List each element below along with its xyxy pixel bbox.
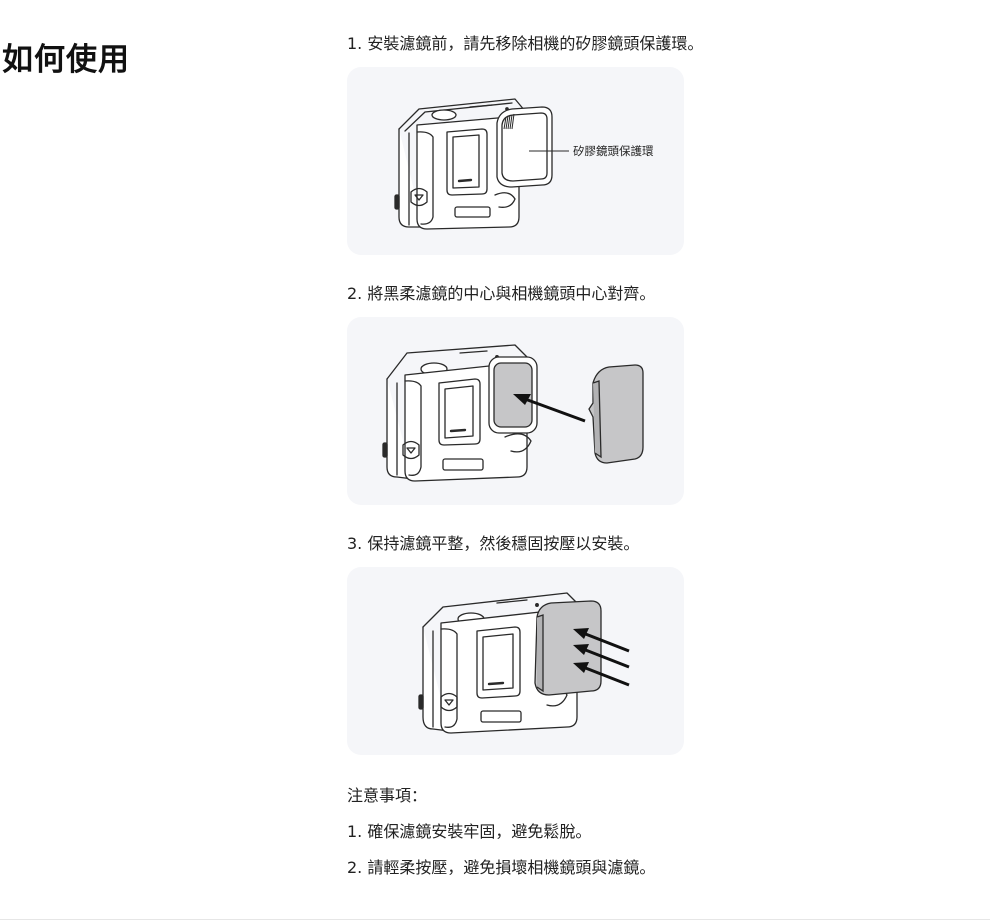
camera-remove-lens-guard-icon: 矽膠鏡頭保護環 bbox=[394, 98, 654, 230]
step-2-text: 2. 將黑柔濾鏡的中心與相機鏡頭中心對齊。 bbox=[347, 284, 656, 303]
camera-align-filter-icon bbox=[382, 344, 644, 482]
step-1-callout-label: 矽膠鏡頭保護環 bbox=[573, 144, 654, 158]
bottom-divider bbox=[0, 919, 990, 920]
notes-title: 注意事項： bbox=[347, 786, 428, 805]
camera-press-filter-icon bbox=[418, 592, 630, 734]
note-item: 2. 請輕柔按壓，避免損壞相機鏡頭與濾鏡。 bbox=[347, 858, 656, 877]
step-1-illustration: 矽膠鏡頭保護環 bbox=[347, 67, 684, 255]
note-item: 1. 確保濾鏡安裝牢固，避免鬆脫。 bbox=[347, 822, 592, 841]
step-3-text: 3. 保持濾鏡平整，然後穩固按壓以安裝。 bbox=[347, 534, 640, 553]
step-1-text: 1. 安裝濾鏡前，請先移除相機的矽膠鏡頭保護環。 bbox=[347, 34, 704, 53]
step-2-illustration bbox=[347, 317, 684, 505]
step-3-illustration bbox=[347, 567, 684, 755]
page-title: 如何使用 bbox=[2, 42, 130, 78]
